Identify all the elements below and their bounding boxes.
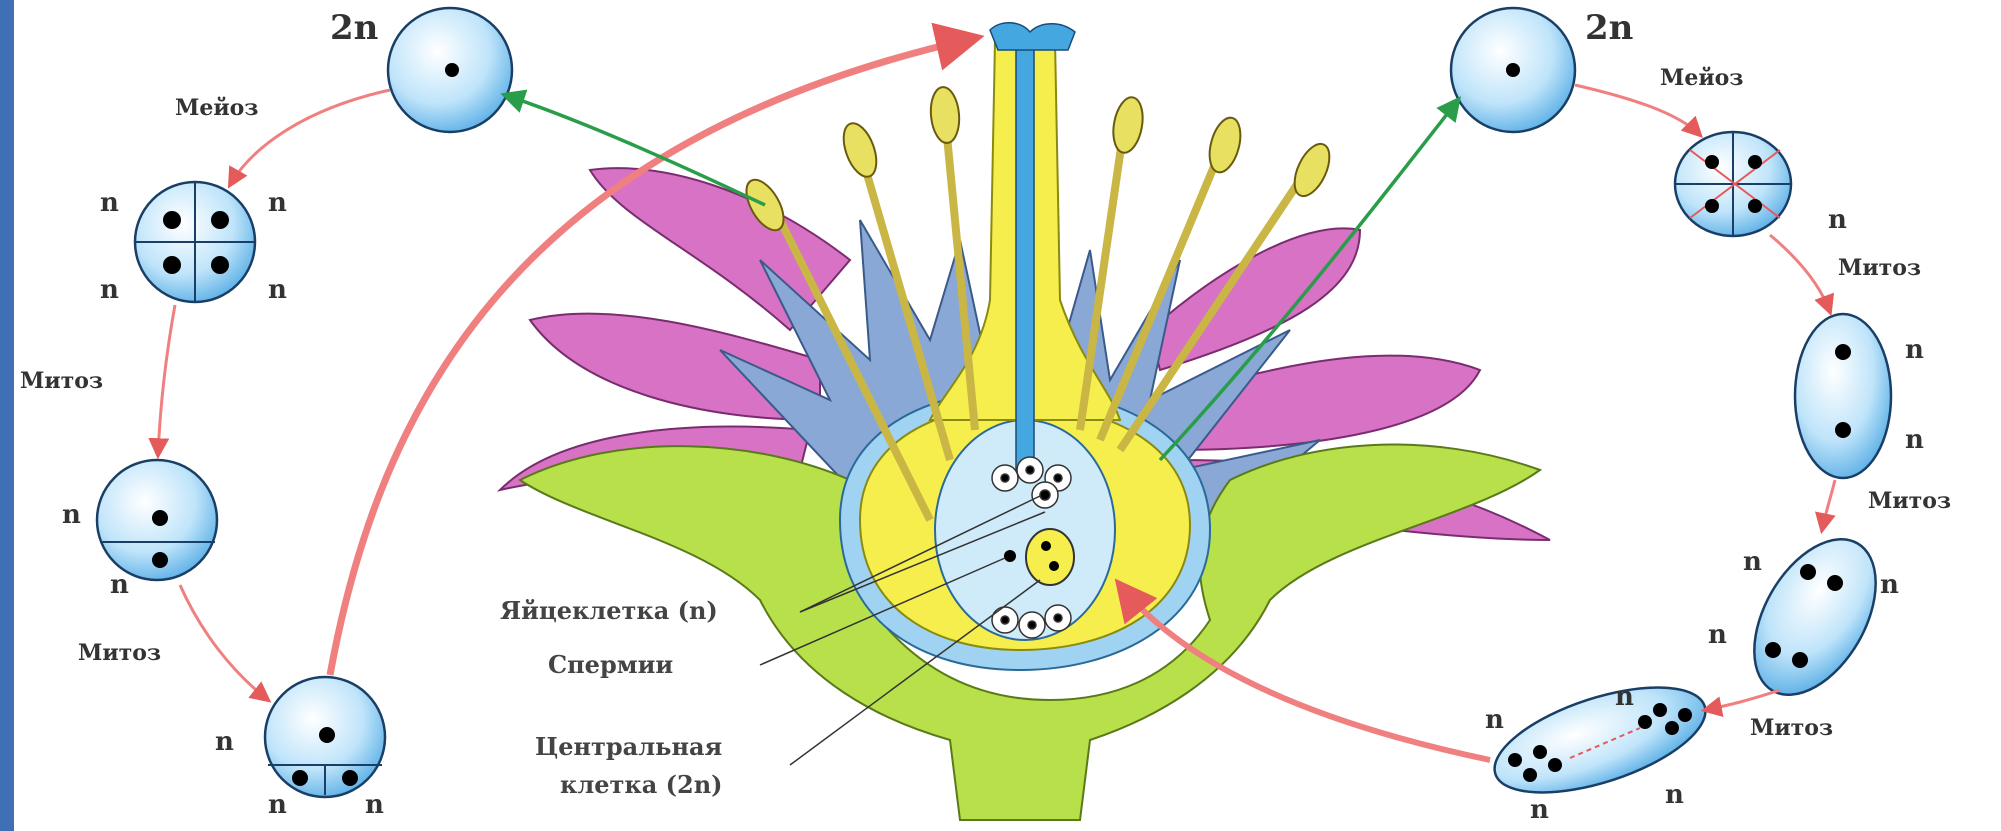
label-egg-cell: Яйцеклетка (n) (500, 596, 718, 625)
stigma (990, 23, 1075, 50)
label-mitosis-right-1: Митоз (1838, 255, 1921, 281)
microspore-left-1 (97, 460, 217, 580)
polar-nucleus-1 (1041, 541, 1051, 551)
label-n: n (62, 500, 81, 530)
label-mitosis-right-2: Митоз (1868, 488, 1951, 514)
label-n: n (1615, 682, 1634, 712)
flower (500, 23, 1550, 820)
label-n: n (1828, 205, 1847, 235)
label-n: n (100, 275, 119, 305)
label-sperms: Спермии (548, 650, 673, 679)
label-n: n (1880, 570, 1899, 600)
label-n: n (1905, 425, 1924, 455)
label-n: n (1485, 705, 1504, 735)
label-mitosis-right-3: Митоз (1750, 715, 1833, 741)
label-n: n (268, 790, 287, 820)
arrow-mitosis-right-2 (1822, 480, 1835, 530)
label-meiosis-left: Мейоз (175, 95, 258, 121)
pollen-grain-left (265, 677, 385, 797)
label-n: n (110, 570, 129, 600)
label-2n-left: 2n (330, 8, 378, 48)
label-n: n (100, 188, 119, 218)
label-meiosis-right: Мейоз (1660, 65, 1743, 91)
arrow-mitosis-left-1 (158, 305, 175, 455)
label-central-cell-line2: клетка (2n) (560, 770, 723, 799)
arrow-mitosis-right-1 (1770, 235, 1830, 312)
label-n: n (365, 790, 384, 820)
label-n: n (1743, 547, 1762, 577)
label-mitosis-left-2: Митоз (78, 640, 161, 666)
sperm-nucleus (1004, 550, 1016, 562)
polar-nucleus-2 (1049, 561, 1059, 571)
label-mitosis-left-1: Митоз (20, 368, 103, 394)
tetrad-right (1675, 132, 1791, 236)
nucleus (445, 63, 459, 77)
label-n: n (268, 275, 287, 305)
label-n: n (1905, 335, 1924, 365)
central-cell (1026, 529, 1074, 585)
arrow-mitosis-left-2 (180, 585, 268, 700)
label-n: n (1708, 620, 1727, 650)
label-n: n (1530, 795, 1549, 825)
label-central-cell-line1: Центральная (535, 732, 722, 761)
label-2n-right: 2n (1585, 8, 1633, 48)
arrow-meiosis-right (1575, 85, 1700, 135)
label-n: n (268, 188, 287, 218)
arrow-mitosis-right-3 (1705, 690, 1780, 710)
pollen-tube (1016, 40, 1034, 470)
label-n: n (215, 727, 234, 757)
embryo-sac-2-nuclei (1795, 314, 1891, 478)
tetrad-left (135, 182, 255, 302)
label-n: n (1665, 780, 1684, 810)
